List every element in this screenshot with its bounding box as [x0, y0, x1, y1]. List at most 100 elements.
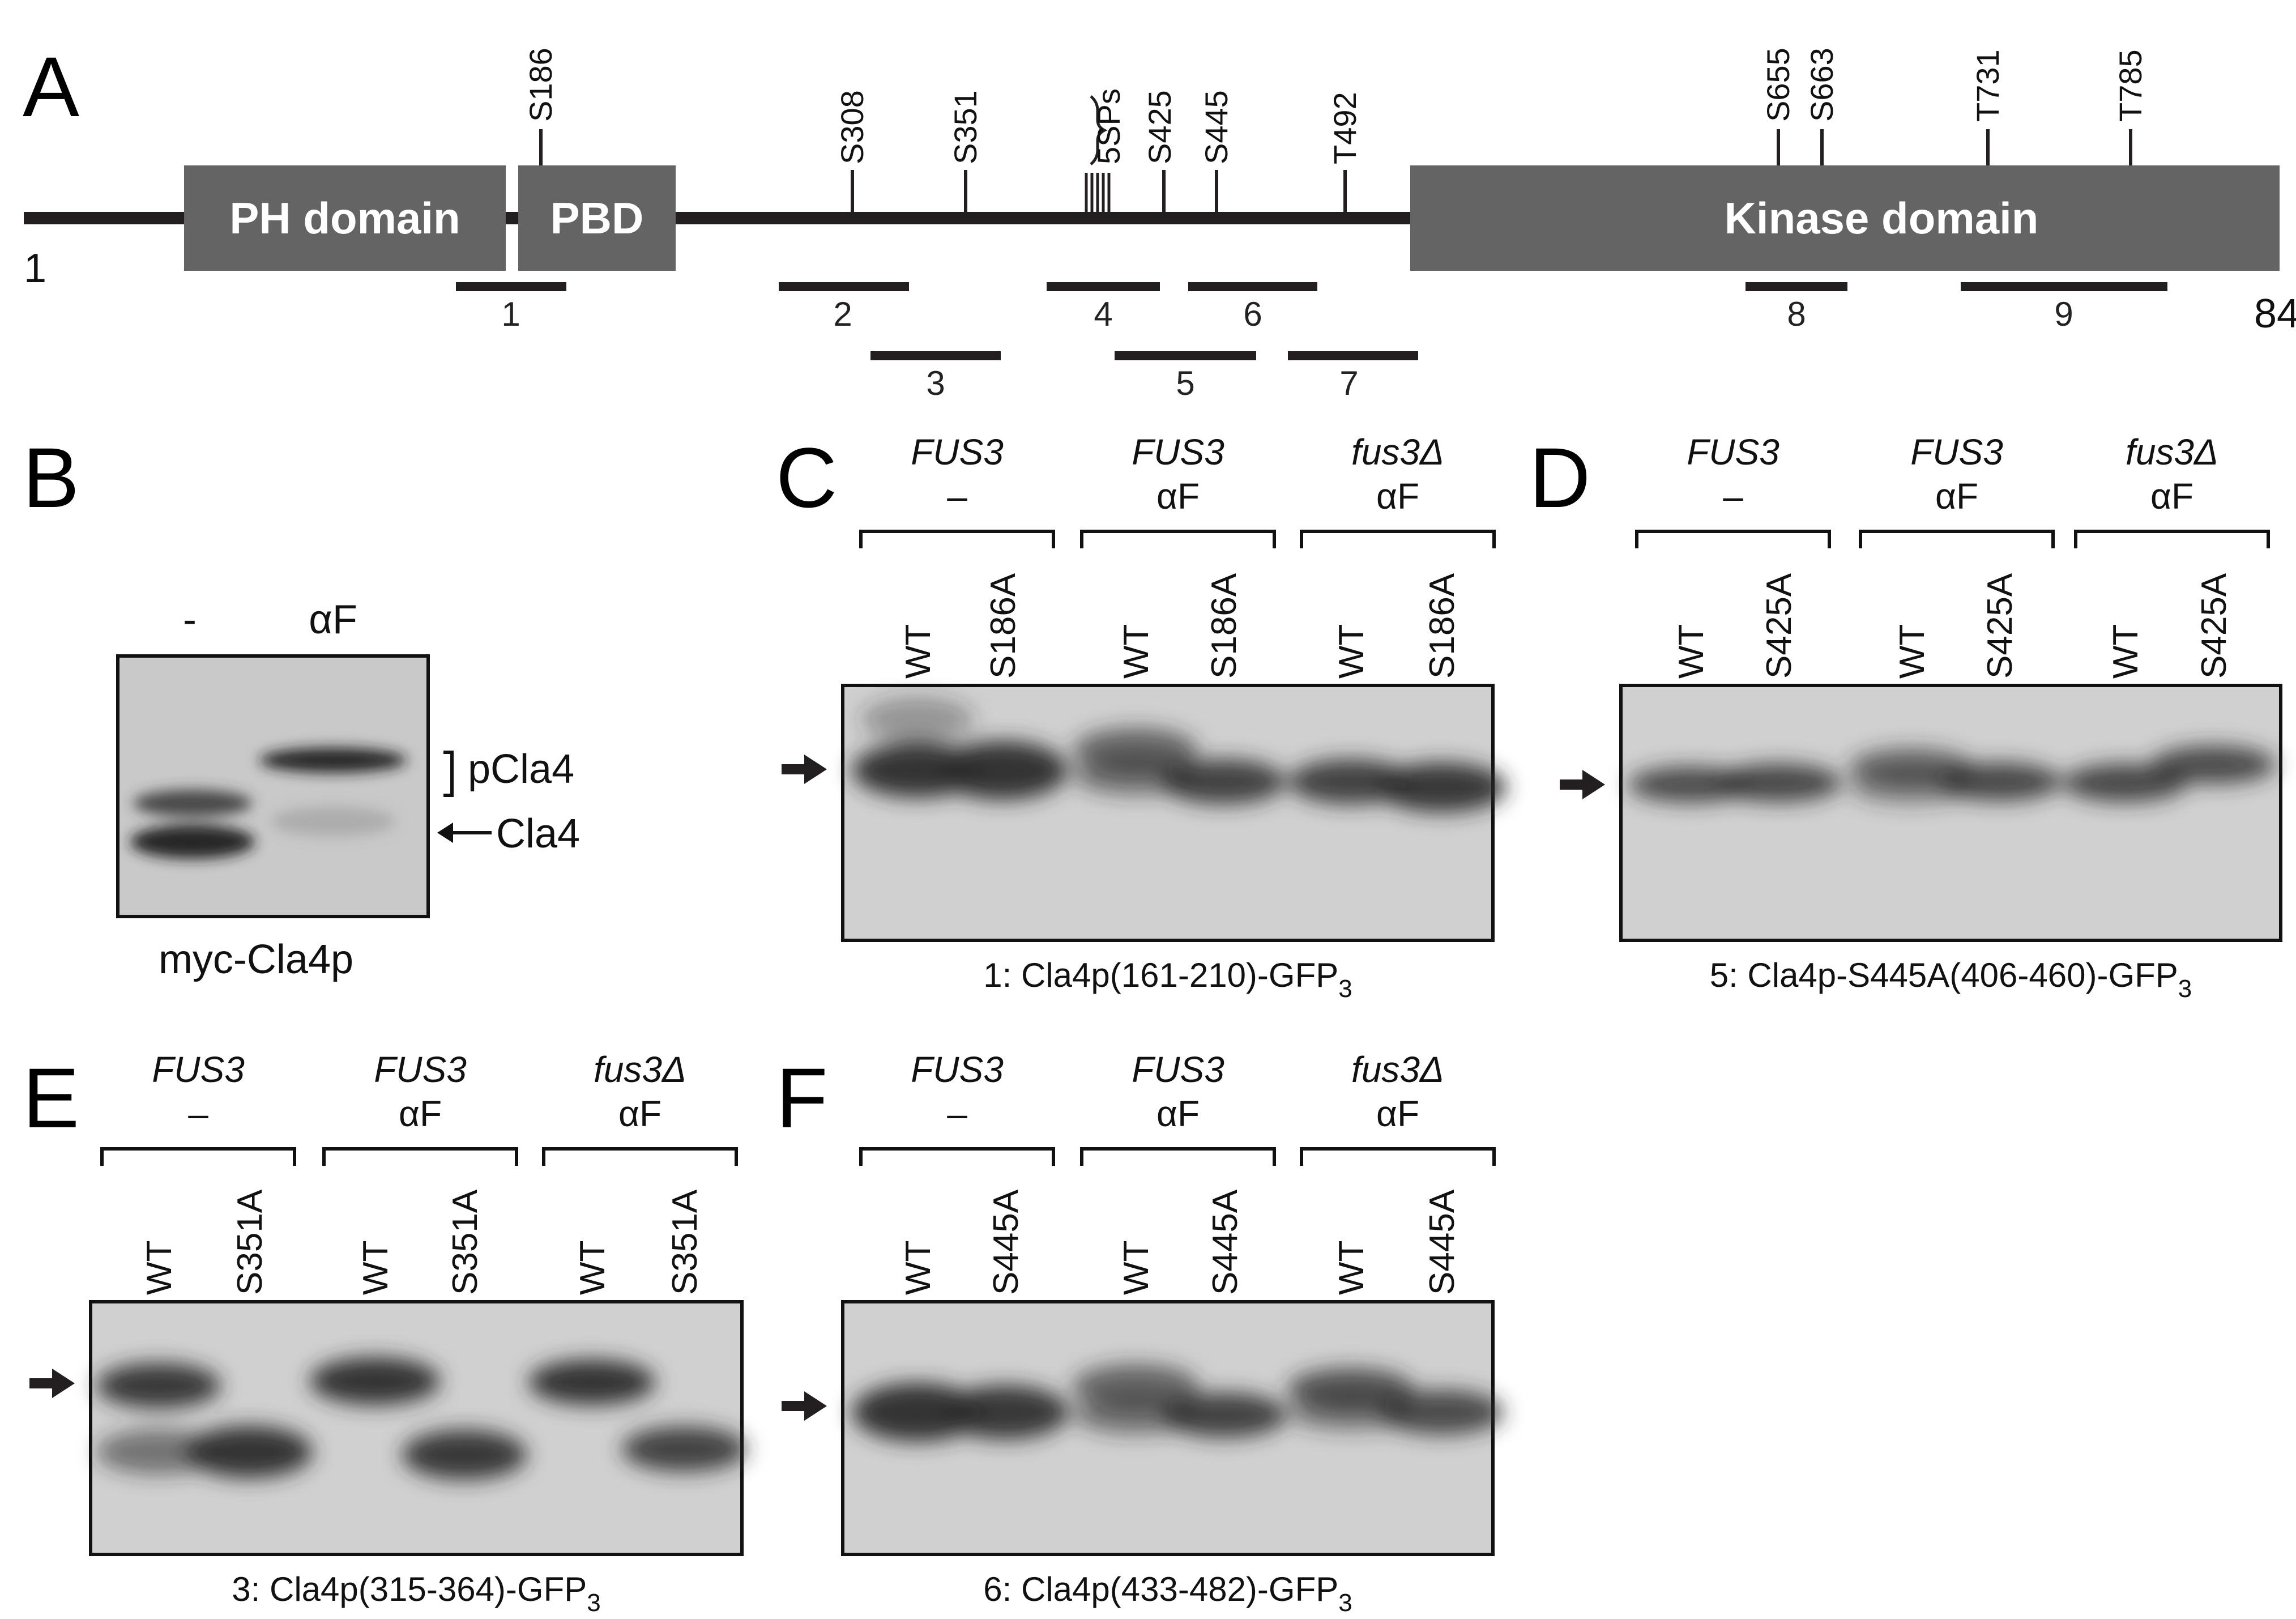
- blot-f-band: [1379, 1390, 1504, 1435]
- blot-f-group-2-strain: FUS3: [1132, 1049, 1224, 1090]
- blot-f-group-3-treatment: αF: [1376, 1093, 1419, 1134]
- blot-e-gel: [89, 1300, 744, 1556]
- site-label-s308: S308: [834, 90, 870, 164]
- blot-c-band: [937, 741, 1068, 800]
- blot-e-band: [402, 1430, 527, 1480]
- five-sp-cluster: [1085, 173, 1111, 213]
- blot-d-group-1-strain: FUS3: [1687, 432, 1779, 472]
- blot-e-group-2-strain: FUS3: [374, 1049, 467, 1090]
- site-label-s425: S425: [1142, 90, 1177, 164]
- blot-f-lane-label-6: S445A: [1423, 1189, 1462, 1295]
- blot-e-group-2-treatment: αF: [399, 1093, 442, 1134]
- blot-d-letter: D: [1529, 430, 1590, 525]
- fragment-label-8: 8: [1787, 295, 1806, 333]
- blot-f-letter: F: [776, 1050, 828, 1145]
- pcla4-label: pCla4: [468, 747, 574, 792]
- blot-e-group-2-bracket: [322, 1147, 518, 1166]
- blot-d-caption: 5: Cla4p-S445A(406-460)-GFP3: [1710, 956, 2192, 1003]
- blot-c-letter: C: [776, 430, 837, 525]
- fragment-bars: [456, 282, 2167, 360]
- site-label-t785: T785: [2113, 49, 2148, 122]
- blot-e-group-3-bracket: [542, 1147, 738, 1166]
- blot-c-bands: [852, 697, 1507, 812]
- blot-e-group-3-strain: fus3Δ: [594, 1049, 686, 1090]
- blot-e-letter: E: [23, 1050, 79, 1145]
- blot-f-group-3-bracket: [1300, 1147, 1496, 1166]
- panel-b-letter: B: [23, 430, 79, 525]
- blot-d-lane-label-6: S425A: [2195, 573, 2234, 679]
- blot-e-group-1-treatment: –: [188, 1093, 208, 1134]
- blot-e-group-1-strain: FUS3: [152, 1049, 245, 1090]
- blot-f-lane-label-3: WT: [1117, 1241, 1156, 1295]
- blot-c-group-1-treatment: –: [947, 476, 967, 517]
- blot-c-group-3-treatment: αF: [1376, 476, 1419, 517]
- blot-c-lane-label-2: S186A: [984, 573, 1023, 679]
- blot-c-lane-label-3: WT: [1117, 624, 1156, 679]
- blot-c-group-1-strain: FUS3: [911, 432, 1004, 472]
- blot-c-group-1-bracket: [859, 530, 1055, 548]
- five-sp-brace: [1090, 95, 1108, 165]
- site-label-t492: T492: [1327, 92, 1363, 164]
- blot-c-band: [1161, 759, 1286, 804]
- blot-e-lane-label-1: WT: [140, 1241, 179, 1295]
- blot-f-group-1-bracket: [859, 1147, 1055, 1166]
- blot-e-arrow-icon: [29, 1369, 75, 1398]
- blot-f-caption: 6: Cla4p(433-482)-GFP3: [983, 1570, 1352, 1617]
- blot-d-lane-label-2: S425A: [1760, 573, 1799, 679]
- site-label-s663: S663: [1804, 48, 1840, 122]
- site-label-t731: T731: [1970, 49, 2005, 122]
- blot-c-group-3-bracket: [1300, 530, 1496, 548]
- blot-f-bands: [852, 1364, 1504, 1442]
- pbd-domain: PBD: [518, 165, 676, 271]
- fragment-label-3: 3: [926, 364, 945, 402]
- fragment-label-1: 1: [501, 295, 520, 333]
- blot-f-band: [852, 1383, 983, 1442]
- blot-c-lane-label-5: WT: [1332, 624, 1371, 679]
- fragment-label-7: 7: [1339, 364, 1358, 402]
- blot-c-group-2-strain: FUS3: [1132, 432, 1224, 472]
- blot-c-group-2-bracket: [1080, 530, 1276, 548]
- blot-e-group-3-treatment: αF: [618, 1093, 662, 1134]
- blot-d-lane-label-5: WT: [2106, 624, 2145, 679]
- ph-domain-label: PH domain: [229, 193, 460, 243]
- panel-a: A PH domain PBD Kinase domain 1 842: [23, 39, 2296, 402]
- blot-e-band: [186, 1426, 313, 1478]
- blot-f-group-1-strain: FUS3: [911, 1049, 1004, 1090]
- panel-b-lane-label-2: αF: [309, 597, 357, 642]
- blot-e-band: [310, 1357, 440, 1405]
- blot-e-band: [96, 1429, 221, 1475]
- panel-a-letter: A: [23, 39, 79, 134]
- panel-b: B - αF pCla4 Cla4 myc-Cla4p: [23, 430, 580, 982]
- blot-e-lane-label-3: WT: [356, 1241, 395, 1295]
- blot-d-group-2-bracket: [1859, 530, 2055, 548]
- blot-d-band: [2063, 764, 2187, 802]
- blot-c-lane-label-4: S186A: [1205, 573, 1244, 679]
- blot-d-group-3-treatment: αF: [2150, 476, 2193, 517]
- blot-e-bands: [96, 1357, 746, 1480]
- blot-c-lane-label-6: S186A: [1423, 573, 1462, 679]
- kinase-domain: Kinase domain: [1410, 165, 2280, 271]
- panel-b-lane-label-1: -: [183, 597, 197, 642]
- blot-f-band: [1073, 1396, 1198, 1434]
- blot-f-arrow-icon: [782, 1391, 827, 1421]
- site-label-s351: S351: [948, 90, 983, 164]
- blot-d-lane-label-3: WT: [1893, 624, 1932, 679]
- blot-e-lane-label-6: S351A: [665, 1189, 705, 1295]
- fragment-label-4: 4: [1094, 295, 1112, 333]
- ph-domain: PH domain: [184, 165, 506, 271]
- cla4-label: Cla4: [496, 811, 580, 857]
- site-label-s186: S186: [523, 48, 558, 122]
- blot-e-band: [528, 1360, 655, 1405]
- blot-c-lane-label-1: WT: [899, 624, 938, 679]
- blot-f-group-3-strain: fus3Δ: [1351, 1049, 1444, 1090]
- blot-c-arrow-icon: [782, 755, 827, 784]
- blot-f-lane-label-2: S445A: [987, 1189, 1026, 1295]
- blot-d-group-2-treatment: αF: [1935, 476, 1978, 517]
- blot-d-gel: [1619, 684, 2282, 942]
- sequence-end-label: 842: [2254, 291, 2296, 336]
- kinase-domain-label: Kinase domain: [1725, 193, 2039, 243]
